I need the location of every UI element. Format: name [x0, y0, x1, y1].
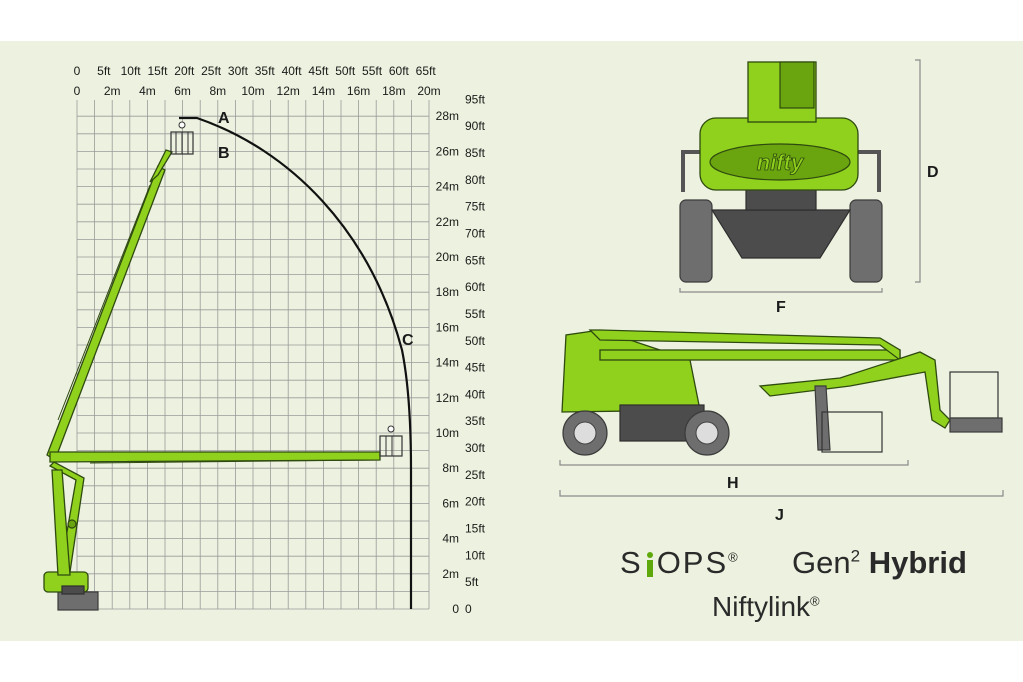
point-c-label: C	[402, 332, 414, 349]
x-m-tick: 2m	[104, 84, 121, 98]
y-m-tick: 20m	[436, 250, 459, 264]
y-ft-tick: 35ft	[465, 414, 486, 428]
y-ft-tick: 60ft	[465, 280, 486, 294]
y-ft-tick: 15ft	[465, 522, 486, 536]
y-ft-tick: 55ft	[465, 307, 486, 321]
x-ft-tick: 55ft	[362, 64, 383, 78]
lower-boom	[48, 461, 85, 576]
y-m-tick: 16m	[436, 320, 459, 334]
axis-ticks: 0 5ft 10ft 15ft 20ft 25ft 30ft 35ft 40ft 45ft 50ft…	[74, 64, 486, 616]
y-ft-tick: 25ft	[465, 468, 486, 482]
x-m-tick: 8m	[209, 84, 226, 98]
x-ft-tick: 40ft	[282, 64, 303, 78]
nifty-branding: nifty	[757, 150, 805, 175]
dimension-d-line	[915, 59, 921, 283]
front-view-machine: nifty	[679, 61, 883, 283]
x-ft-tick: 30ft	[228, 64, 249, 78]
x-m-tick: 14m	[312, 84, 335, 98]
y-m-tick: 2m	[442, 567, 459, 581]
dimension-h-label: H	[727, 475, 739, 492]
y-m-tick: 8m	[442, 461, 459, 475]
siops-person-icon	[643, 549, 657, 577]
dimension-h-line	[559, 460, 909, 466]
gen2-hybrid-logo: Gen2 Hybrid	[792, 545, 967, 580]
x-ft-tick: 5ft	[97, 64, 111, 78]
y-ft-tick: 90ft	[465, 119, 486, 133]
x-m-tick: 20m	[417, 84, 440, 98]
y-m-tick: 26m	[436, 144, 459, 158]
main-boom-raised	[46, 149, 173, 461]
niftylink-logo: Niftylink®	[712, 591, 820, 622]
y-ft-tick: 20ft	[465, 495, 486, 509]
y-m-tick: 6m	[442, 496, 459, 510]
y-m-tick: 22m	[436, 215, 459, 229]
y-ft-tick: 30ft	[465, 441, 486, 455]
dimension-j-label: J	[775, 507, 784, 524]
x-m-tick: 12m	[277, 84, 300, 98]
x-ft-tick: 15ft	[147, 64, 168, 78]
siops-logo: S OPS®	[620, 545, 740, 580]
y-ft-tick: 50ft	[465, 334, 486, 348]
y-ft-tick: 75ft	[465, 200, 486, 214]
x-m-tick: 16m	[347, 84, 370, 98]
x-m-tick: 6m	[174, 84, 191, 98]
x-m-tick: 18m	[382, 84, 405, 98]
chart-grid	[76, 100, 430, 610]
dimension-f-label: F	[776, 299, 786, 316]
y-m-tick: 0	[452, 602, 459, 616]
dimension-d-label: D	[927, 164, 939, 181]
y-m-tick: 28m	[436, 109, 459, 123]
y-ft-tick: 80ft	[465, 173, 486, 187]
x-m-tick: 4m	[139, 84, 156, 98]
side-view-machine	[561, 329, 1003, 456]
x-ft-tick: 25ft	[201, 64, 222, 78]
x-ft-tick: 60ft	[389, 64, 410, 78]
y-ft-tick: 10ft	[465, 548, 486, 562]
y-m-tick: 12m	[436, 391, 459, 405]
y-ft-tick: 5ft	[465, 575, 479, 589]
dimension-f-line	[679, 288, 883, 293]
y-ft-tick: 40ft	[465, 387, 486, 401]
y-m-tick: 14m	[436, 356, 459, 370]
x-ft-tick: 10ft	[121, 64, 142, 78]
y-ft-tick: 85ft	[465, 146, 486, 160]
x-ft-tick: 35ft	[255, 64, 276, 78]
reach-envelope-curve	[179, 116, 413, 609]
y-ft-tick: 95ft	[465, 92, 486, 106]
y-m-tick: 24m	[436, 180, 459, 194]
x-ft-tick: 50ft	[335, 64, 356, 78]
basket-high	[170, 121, 194, 155]
point-a-label: A	[218, 110, 230, 127]
y-ft-tick: 0	[465, 602, 472, 616]
y-ft-tick: 70ft	[465, 226, 486, 240]
y-m-tick: 10m	[436, 426, 459, 440]
side-machine-base	[43, 571, 99, 611]
basket-outreach	[379, 425, 403, 457]
point-b-label: B	[218, 145, 230, 162]
y-m-tick: 4m	[442, 532, 459, 546]
x-ft-tick: 45ft	[308, 64, 329, 78]
x-ft-tick: 0	[74, 64, 81, 78]
x-m-tick: 0	[74, 84, 81, 98]
y-m-tick: 18m	[436, 285, 459, 299]
x-m-tick: 10m	[241, 84, 264, 98]
x-ft-tick: 65ft	[416, 64, 437, 78]
y-ft-tick: 65ft	[465, 253, 486, 267]
main-boom-horizontal	[49, 451, 381, 464]
y-ft-tick: 45ft	[465, 361, 486, 375]
dimension-j-line	[559, 490, 1004, 497]
x-ft-tick: 20ft	[174, 64, 195, 78]
